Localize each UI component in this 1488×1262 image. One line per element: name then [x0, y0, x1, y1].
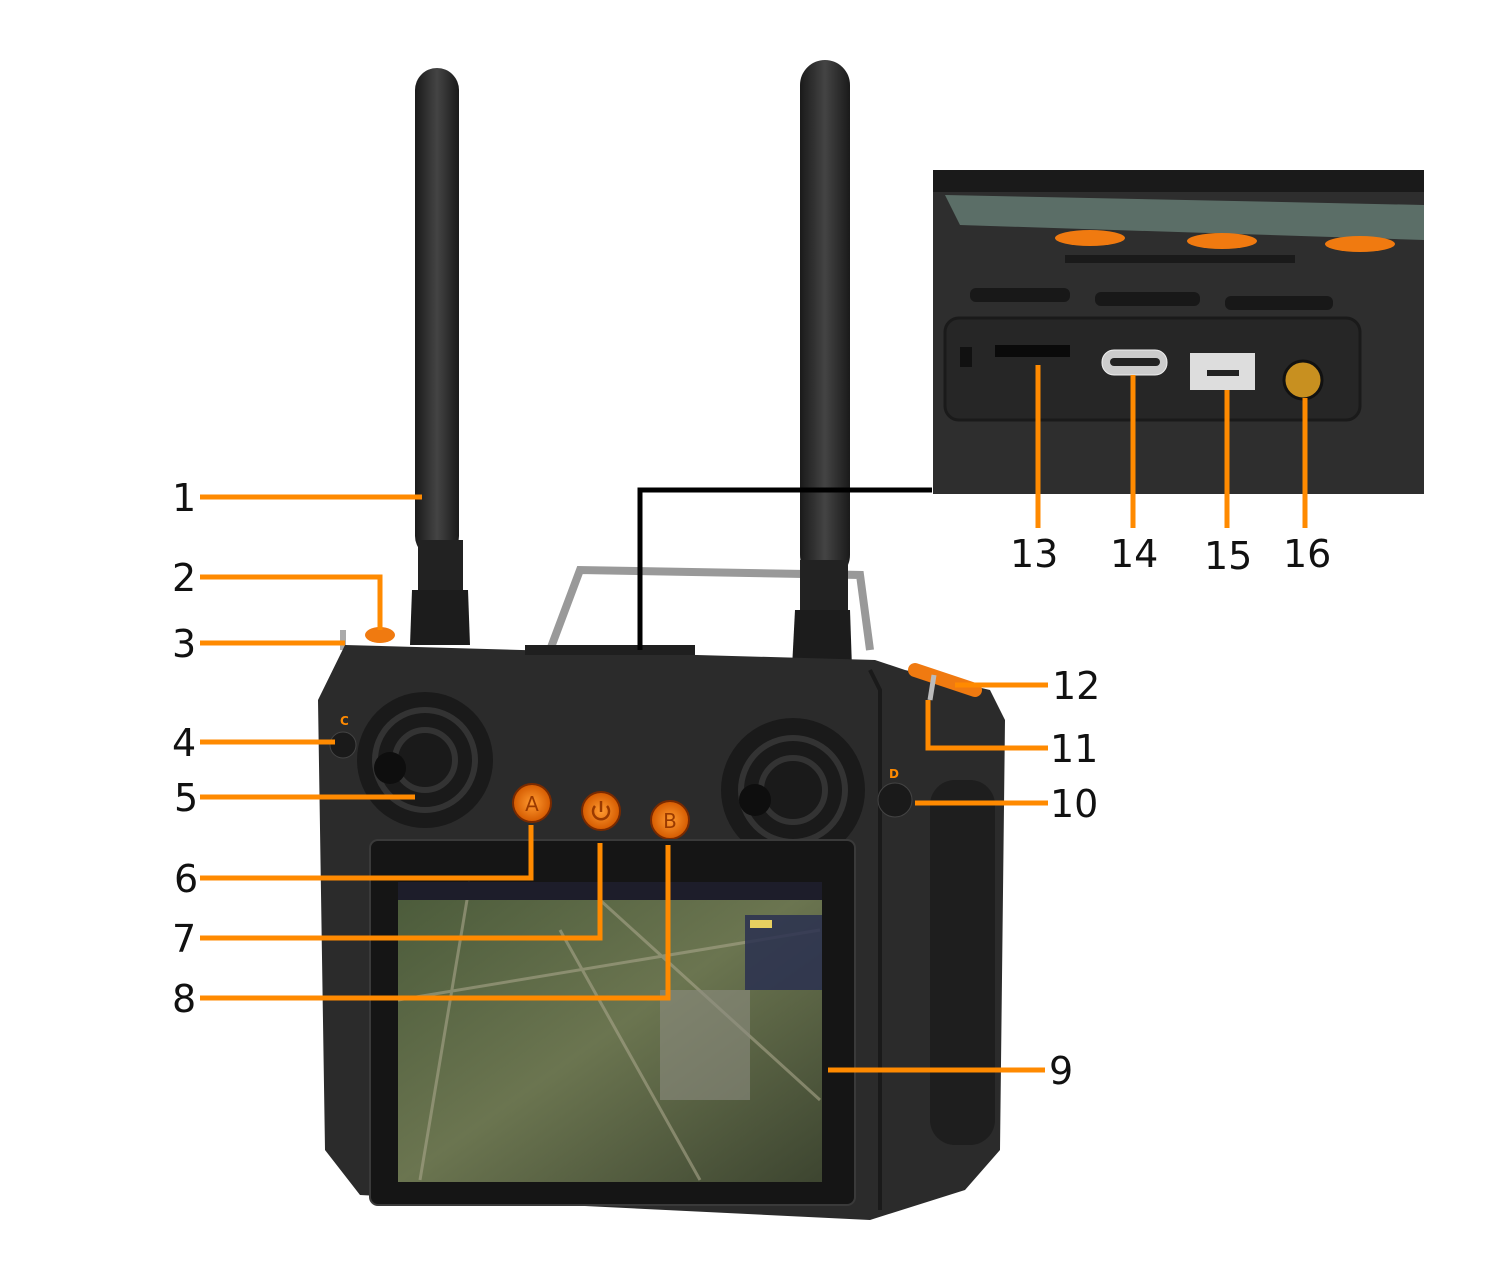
- callout-10: 10: [1050, 782, 1098, 826]
- b-button[interactable]: B: [650, 800, 690, 840]
- left-shoulder-wheel: [365, 627, 395, 643]
- touchscreen-map: [397, 881, 822, 1182]
- ports-inset: [933, 170, 1424, 494]
- callout-8: 8: [172, 977, 196, 1021]
- antenna-right: [792, 60, 852, 668]
- c-button-label: C: [340, 714, 349, 728]
- callout-5: 5: [174, 776, 198, 820]
- callout-15: 15: [1204, 534, 1252, 578]
- right-toggle: [927, 674, 937, 701]
- callout-9: 9: [1049, 1049, 1073, 1093]
- callout-lines: [200, 365, 1308, 1073]
- callout-numbers: 1 2 3 4 5 6 7 8 9 10 11 12 13 14 15 16: [172, 476, 1331, 1093]
- callout-1: 1: [172, 476, 196, 520]
- antenna-connector: [1282, 359, 1324, 401]
- callout-3: 3: [172, 622, 196, 666]
- callout-13: 13: [1010, 532, 1058, 576]
- b-button-label: B: [663, 809, 677, 833]
- c-button[interactable]: [329, 731, 357, 759]
- left-toggle: [340, 630, 346, 650]
- inset-leader-line: [637, 487, 932, 650]
- d-button[interactable]: [877, 782, 913, 818]
- right-grip: [930, 780, 995, 1145]
- a-button[interactable]: A: [512, 783, 552, 823]
- callout-7: 7: [172, 917, 196, 961]
- callout-2: 2: [172, 556, 196, 600]
- callout-12: 12: [1052, 664, 1100, 708]
- callout-6: 6: [174, 857, 198, 901]
- power-button[interactable]: [581, 791, 621, 831]
- power-icon: [591, 801, 611, 821]
- sd-card-slot: [995, 345, 1070, 357]
- a-button-label: A: [525, 792, 539, 816]
- d-button-label: D: [889, 767, 899, 781]
- left-joystick: [357, 692, 493, 828]
- callout-14: 14: [1110, 532, 1158, 576]
- callout-11: 11: [1050, 727, 1098, 771]
- antenna-left: [410, 68, 470, 645]
- callout-4: 4: [172, 721, 196, 765]
- carry-handle: [546, 565, 874, 652]
- callout-16: 16: [1283, 532, 1331, 576]
